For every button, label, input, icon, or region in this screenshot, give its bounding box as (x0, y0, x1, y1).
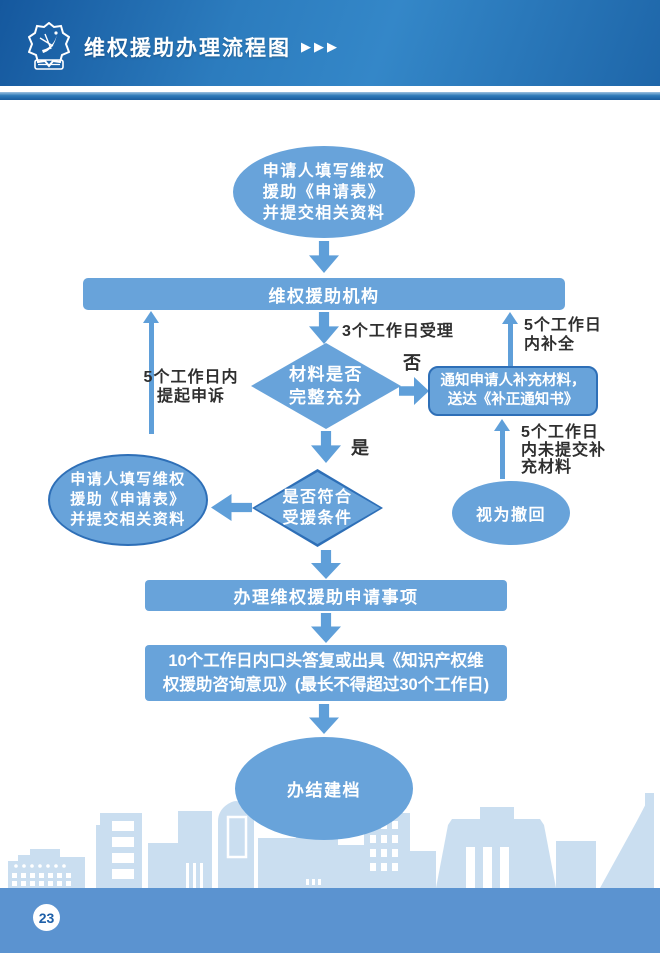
label-appeal: 5个工作日内 提起申诉 (143, 369, 239, 405)
node-finish-archive: 办结建档 (235, 737, 413, 840)
node-reply-opinion: 10个工作日内口头答复或出具《知识产权维 权援助咨询意见》(最长不得超过30个工… (145, 645, 507, 701)
page-header: 维权援助办理流程图 ▶▶▶ (0, 0, 660, 86)
arrow-down-icon (311, 613, 341, 643)
arrow-left-icon (211, 494, 252, 521)
title-arrows-icon: ▶▶▶ (301, 39, 340, 54)
arrow-down-icon (309, 241, 339, 273)
arrow-right-icon (399, 377, 429, 405)
brand-badge-icon (28, 22, 70, 70)
label-not-submitted: 5个工作日 内未提交补 充材料 (521, 424, 607, 476)
page-number: 23 (38, 909, 55, 926)
arrow-down-icon (309, 704, 339, 734)
node-notify-supplement: 通知申请人补充材料， 送达《补正通知书》 (428, 366, 598, 416)
arrow-down-icon (311, 550, 341, 579)
arrow-up-withdraw-icon (494, 419, 510, 479)
arrow-down-icon (311, 431, 341, 463)
node-reapply: 申请人填写维权 援助《申请表》 并提交相关资料 (48, 454, 208, 546)
header-divider (0, 92, 660, 100)
arrow-up-appeal-icon (143, 311, 159, 434)
node-start-application: 申请人填写维权 援助《申请表》 并提交相关资料 (233, 146, 415, 238)
footer-band (0, 888, 660, 953)
decision-materials-complete: 材料是否 完整充分 (251, 343, 401, 429)
label-supplement: 5个工作日 内补全 (524, 317, 602, 353)
arrow-down-icon (309, 312, 339, 344)
label-yes: 是 (351, 438, 370, 458)
arrow-up-supplement-icon (502, 312, 518, 366)
node-assistance-agency: 维权援助机构 (83, 278, 565, 310)
label-no: 否 (403, 353, 422, 373)
node-deemed-withdrawn: 视为撤回 (452, 481, 570, 545)
decision-eligible: 是否符合 受援条件 (252, 469, 383, 547)
page-number-badge: 23 (33, 904, 60, 931)
label-accept-days: 3个工作日受理 (342, 323, 454, 340)
node-handle-matters: 办理维权援助申请事项 (145, 580, 507, 611)
page-title: 维权援助办理流程图 (84, 37, 291, 60)
